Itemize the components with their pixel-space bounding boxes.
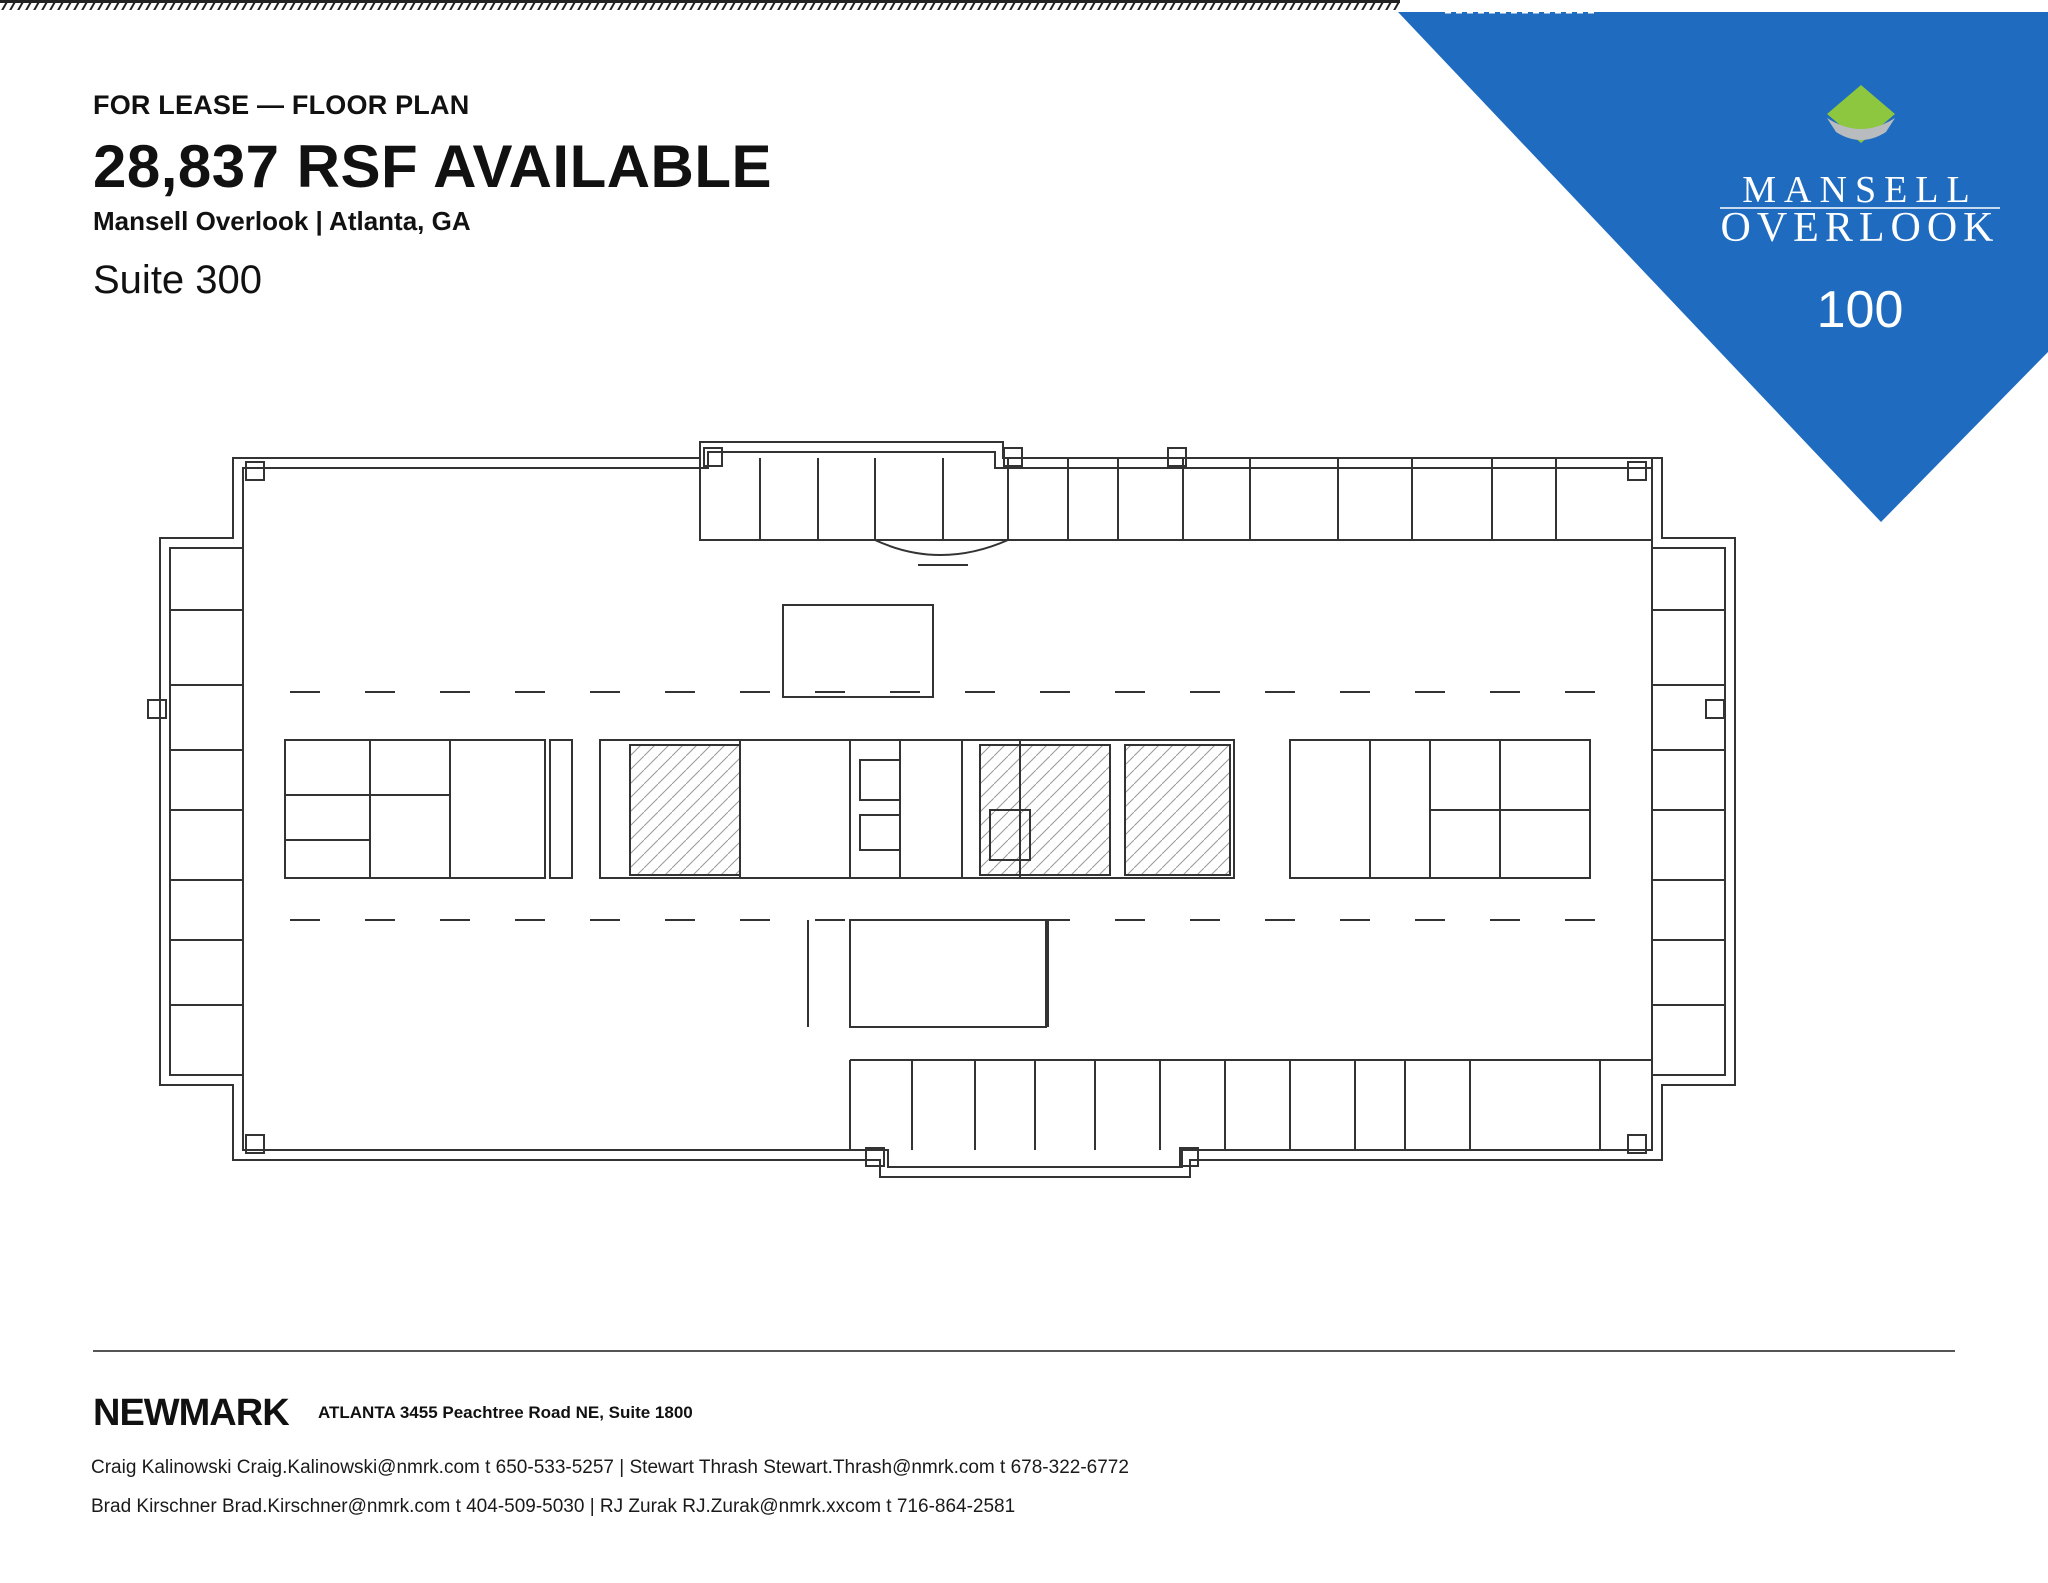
mansell-overlook-logo-icon	[1720, 85, 2000, 209]
listing-type: FOR LEASE — FLOOR PLAN	[93, 90, 470, 120]
top-hatch-border	[0, 0, 1400, 10]
office-address: ATLANTA 3455 Peachtree Road NE, Suite 18…	[318, 1403, 693, 1422]
footer-divider	[93, 1350, 1955, 1352]
floor-plan	[147, 441, 1736, 1178]
brand-name-line1: MANSELL	[1742, 169, 1978, 211]
newmark-logo: NEWMARK	[93, 1392, 290, 1434]
contact-line-2: Brad Kirschner Brad.Kirschner@nmrk.com t…	[91, 1496, 1016, 1517]
brand-name-line2: OVERLOOK	[1720, 205, 2000, 251]
suite-label: Suite 300	[93, 258, 263, 302]
property-location: Mansell Overlook | Atlanta, GA	[93, 206, 471, 236]
brand-banner	[1398, 10, 2048, 522]
contact-line-1: Craig Kalinowski Craig.Kalinowski@nmrk.c…	[91, 1457, 1129, 1478]
headline-rsf: 28,837 RSF AVAILABLE	[93, 133, 773, 200]
building-number: 100	[1816, 281, 1904, 339]
